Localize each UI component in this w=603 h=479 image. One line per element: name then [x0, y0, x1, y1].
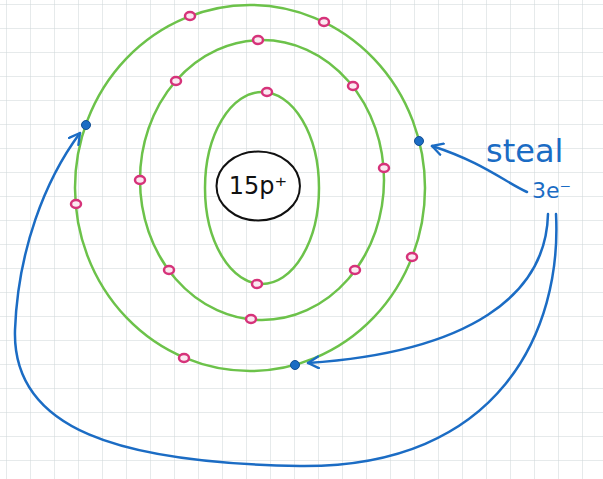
electron: [179, 354, 189, 362]
electron: [135, 176, 145, 184]
electron: [379, 164, 389, 172]
electron: [164, 266, 174, 274]
nucleus-label: 15p⁺: [229, 172, 287, 200]
stolen-electron: [82, 121, 91, 130]
electron: [185, 12, 195, 20]
shell-3: [75, 5, 425, 371]
electron: [171, 77, 181, 85]
steal-arrows: [15, 133, 556, 466]
electron: [319, 18, 329, 26]
stolen-electron: [415, 137, 424, 146]
electron: [252, 280, 262, 288]
shell-1: [205, 92, 319, 284]
electron: [246, 315, 256, 323]
electron-shells: [75, 5, 425, 371]
nucleus-outline-shape: [216, 152, 299, 221]
electron: [71, 200, 81, 208]
electron: [348, 82, 358, 90]
nucleus-circle: 15p⁺: [215, 150, 301, 222]
electron: [407, 253, 417, 261]
steal-arrow: [15, 133, 556, 466]
shell-2: [140, 40, 384, 320]
annotation-text: 3e⁻: [532, 178, 571, 203]
stolen-electron: [291, 361, 300, 370]
electron: [253, 36, 263, 44]
electrons: [71, 12, 417, 362]
electron: [350, 266, 360, 274]
electron: [262, 88, 272, 96]
steal-arrow: [308, 214, 548, 363]
annotation-text: steal: [486, 132, 563, 170]
stolen-electrons: [82, 121, 424, 370]
